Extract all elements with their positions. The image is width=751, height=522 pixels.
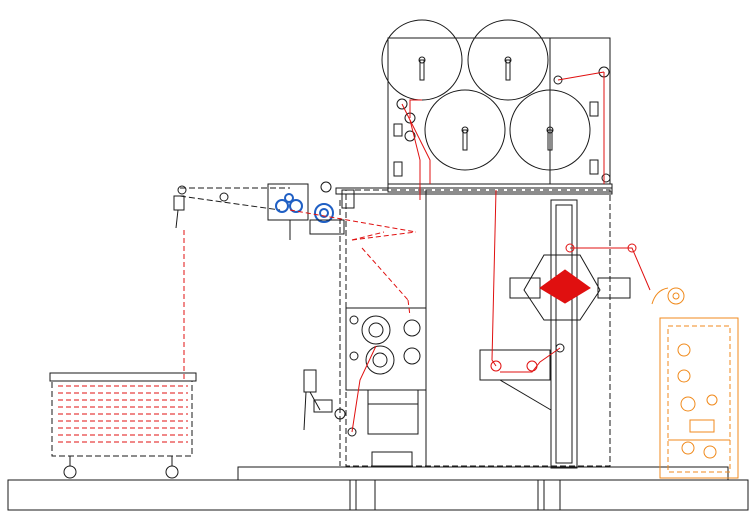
upper-reel-stand	[381, 19, 613, 193]
orange-auxiliary-unit	[651, 287, 739, 479]
cart-stack-lines	[58, 385, 188, 443]
reel-2	[467, 19, 549, 101]
loading-cart	[49, 372, 197, 479]
tension-arm	[303, 369, 333, 431]
reel-4	[509, 89, 591, 171]
web-path	[183, 71, 651, 433]
cart-wheel-left	[63, 456, 77, 479]
left-pulley-arm	[173, 185, 290, 229]
folding-station	[479, 243, 637, 411]
guide-roller-assembly	[267, 181, 355, 240]
nip-roller-stack	[334, 307, 427, 467]
folding-diamond	[539, 269, 591, 304]
reel-1	[381, 19, 463, 101]
reel-3	[424, 89, 506, 171]
cart-wheel-right	[165, 456, 179, 479]
main-frame	[335, 187, 613, 469]
base-frame	[7, 466, 749, 511]
